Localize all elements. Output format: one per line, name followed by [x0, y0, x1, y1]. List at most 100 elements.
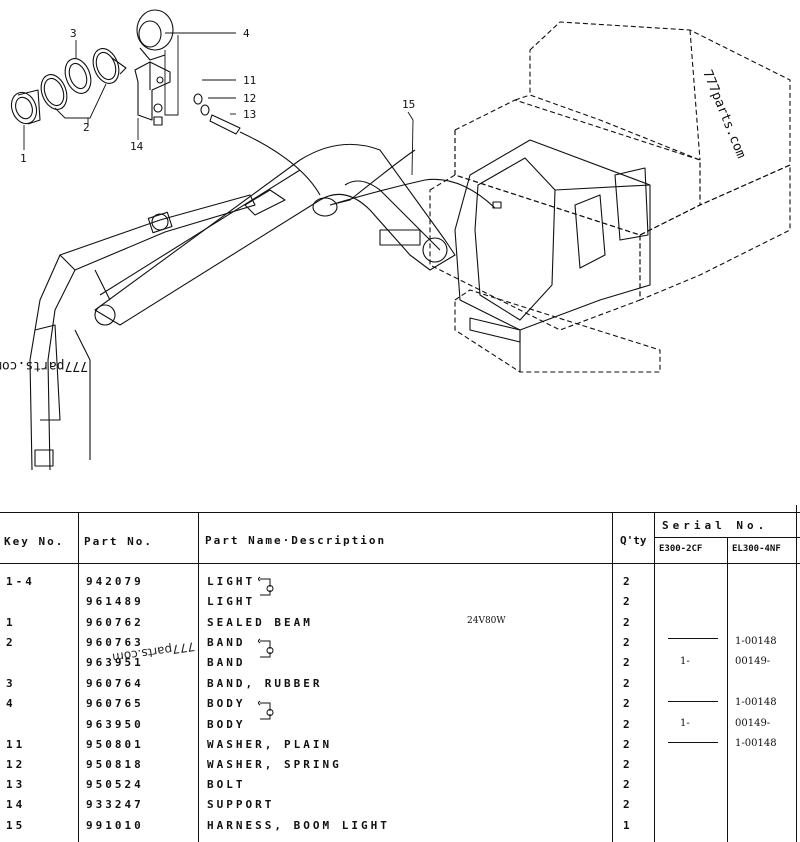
header-qty: Q'ty — [620, 534, 647, 547]
light-body-part — [136, 9, 174, 61]
header-key-no: Key No. — [4, 535, 65, 548]
cell-s1: 1- — [680, 718, 690, 729]
cell-name: SEALED BEAM — [207, 616, 313, 629]
header-serial-el300: EL300-4NF — [732, 544, 781, 554]
cell-qty: 2 — [623, 738, 630, 751]
cell-part: 960763 — [86, 636, 144, 649]
interchange-bracket — [258, 638, 274, 658]
cell-key: 11 — [6, 738, 26, 751]
cell-qty: 1 — [623, 819, 630, 832]
cell-part: 942079 — [86, 575, 144, 588]
cell-key: 1 — [6, 616, 16, 629]
table-row: 3 960764 BAND, RUBBER 2 — [0, 677, 800, 697]
cell-name: WASHER, PLAIN — [207, 738, 333, 751]
cell-part: 960762 — [86, 616, 144, 629]
cell-name: LIGHT — [207, 595, 256, 608]
cell-name: HARNESS, BOOM LIGHT — [207, 819, 390, 832]
interchange-bracket — [258, 576, 274, 596]
cell-s2: 1-00148 — [735, 636, 777, 647]
table-row: 12 950818 WASHER, SPRING 2 — [0, 758, 800, 778]
table-row: 1 960762 SEALED BEAM 24V80W 2 — [0, 616, 800, 636]
cell-s2: 00149- — [735, 656, 771, 667]
rubber-band-part — [64, 58, 92, 94]
table-row: 4 960765 BODY 2 1-00148 — [0, 697, 800, 717]
washer-bolt-parts — [153, 93, 241, 135]
cell-s1: 1- — [680, 656, 690, 667]
cell-part: 960765 — [86, 697, 144, 710]
callout-2: 2 — [83, 121, 90, 134]
callout-12: 12 — [243, 92, 256, 105]
interchange-bracket — [258, 700, 274, 720]
cell-part: 950818 — [86, 758, 144, 771]
callout-15: 15 — [402, 98, 415, 111]
cell-qty: 2 — [623, 697, 630, 710]
cell-qty: 2 — [623, 758, 630, 771]
header-serial-no: Serial No. — [662, 519, 769, 532]
callout-4: 4 — [243, 27, 250, 40]
cell-part: 950524 — [86, 778, 144, 791]
cell-qty: 2 — [623, 677, 630, 690]
cell-qty: 2 — [623, 616, 630, 629]
callout-14: 14 — [130, 140, 144, 153]
sealed-beam-part — [10, 89, 41, 125]
band-part-2 — [92, 48, 127, 84]
cell-s2: 00149- — [735, 718, 771, 729]
excavator-arm — [29, 194, 256, 470]
cell-name: BOLT — [207, 778, 246, 791]
cell-s2: 1-00148 — [735, 738, 777, 749]
cell-part: 950801 — [86, 738, 144, 751]
parts-diagram: 1 2 3 4 11 12 13 14 15 777parts.com 777p… — [0, 9, 791, 470]
cell-key: 1-4 — [6, 575, 35, 588]
support-bracket-part — [134, 61, 171, 121]
cell-part: 991010 — [86, 819, 144, 832]
cell-part: 960764 — [86, 677, 144, 690]
excavator-boom — [94, 143, 456, 326]
cell-key: 2 — [6, 636, 16, 649]
cell-qty: 2 — [623, 718, 630, 731]
cell-name: BODY — [207, 718, 246, 731]
cell-key: 15 — [6, 819, 26, 832]
cell-part: 933247 — [86, 798, 144, 811]
parts-table: Key No. Part No. Part Name·Description Q… — [0, 505, 800, 842]
watermark-text: 777parts.com — [0, 358, 88, 373]
cell-qty: 2 — [623, 798, 630, 811]
cell-name: BODY — [207, 697, 246, 710]
cell-s2: 1-00148 — [735, 697, 777, 708]
cell-qty: 2 — [623, 636, 630, 649]
table-row: 961489 LIGHT 2 — [0, 595, 800, 615]
watermark-text: 777parts.com — [699, 68, 748, 161]
cell-qty: 2 — [623, 575, 630, 588]
cell-key: 3 — [6, 677, 16, 690]
table-row: 963950 BODY 2 1- 00149- — [0, 718, 800, 738]
table-row: 13 950524 BOLT 2 — [0, 778, 800, 798]
cell-key: 12 — [6, 758, 26, 771]
callout-13: 13 — [243, 108, 256, 121]
cell-key: 13 — [6, 778, 26, 791]
cell-name: BAND, RUBBER — [207, 677, 323, 690]
table-row: 1-4 942079 LIGHT 2 — [0, 575, 800, 595]
cell-name: LIGHT — [207, 575, 256, 588]
cell-key: 14 — [6, 798, 26, 811]
cell-qty: 2 — [623, 656, 630, 669]
cell-spec: 24V80W — [467, 616, 506, 626]
excavator-body-outline — [429, 21, 791, 373]
cell-key: 4 — [6, 697, 16, 710]
table-row: 11 950801 WASHER, PLAIN 2 1-00148 — [0, 738, 800, 758]
cell-part: 963951 — [86, 656, 144, 669]
cell-qty: 2 — [623, 778, 630, 791]
callout-3: 3 — [70, 27, 77, 40]
harness-wire — [239, 131, 496, 209]
header-serial-e300: E300-2CF — [659, 544, 703, 554]
cell-name: WASHER, SPRING — [207, 758, 342, 771]
cell-name: BAND — [207, 656, 246, 669]
boom-light — [312, 197, 338, 217]
cell-part: 961489 — [86, 595, 144, 608]
header-part-no: Part No. — [84, 535, 153, 548]
cell-part: 963950 — [86, 718, 144, 731]
band-part — [40, 74, 68, 110]
header-part-name: Part Name·Description — [205, 534, 387, 547]
cell-qty: 2 — [623, 595, 630, 608]
operator-cab — [454, 139, 651, 372]
